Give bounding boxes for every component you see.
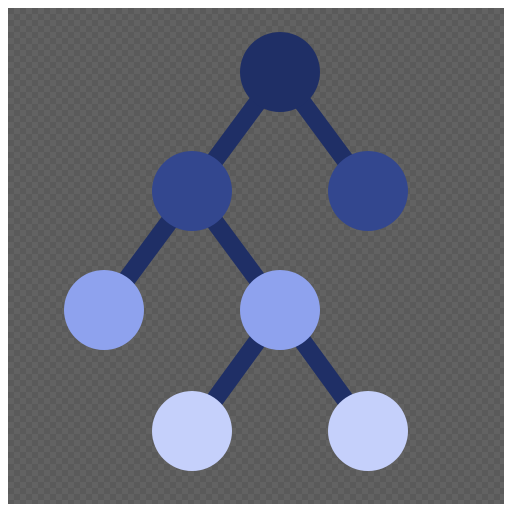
- leaf-node-bottom-left: [152, 391, 232, 471]
- grandchild-node-middle: [240, 270, 320, 350]
- leaf-node-bottom-right: [328, 391, 408, 471]
- child-node-right: [328, 151, 408, 231]
- leaf-node-left: [64, 270, 144, 350]
- child-node-left: [152, 151, 232, 231]
- root-node: [240, 32, 320, 112]
- tree-nodes: [64, 32, 408, 471]
